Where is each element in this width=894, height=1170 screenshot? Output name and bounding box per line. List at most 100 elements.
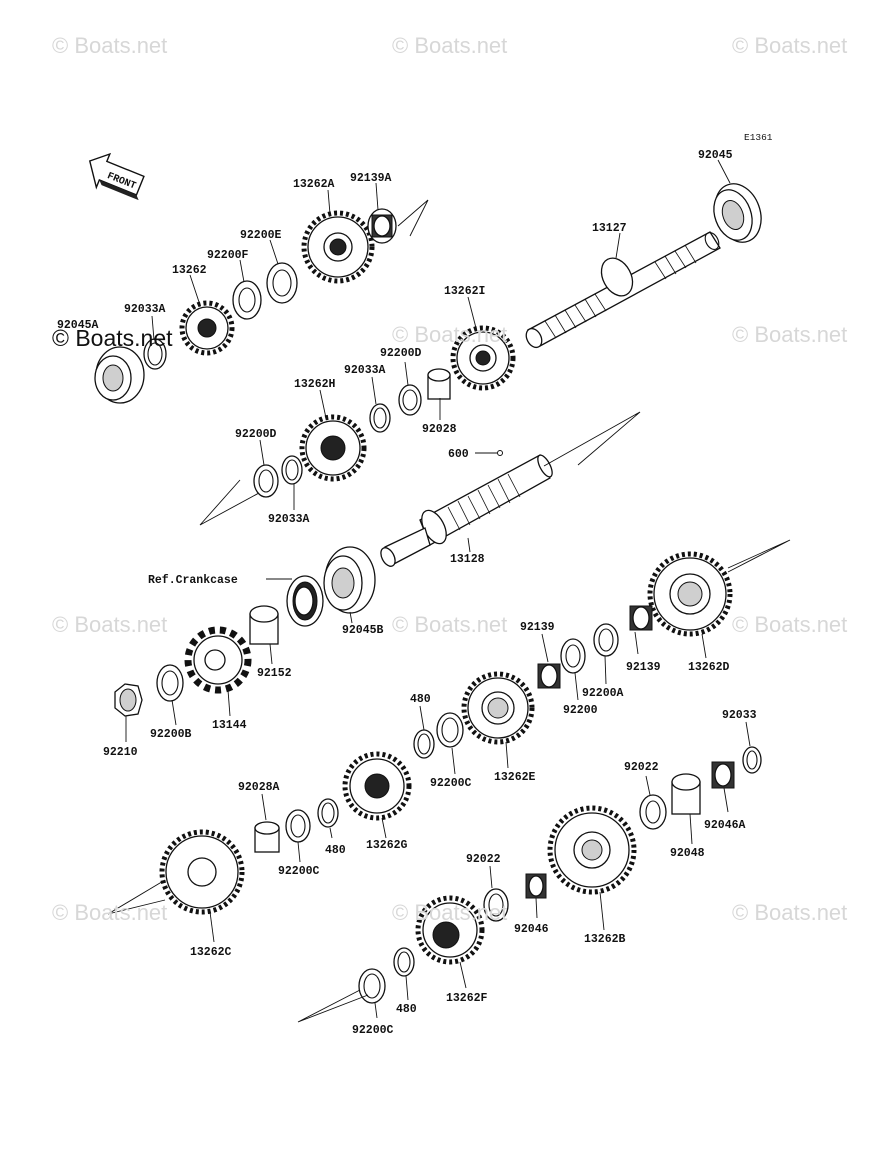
- watermark: © Boats.net: [392, 322, 508, 347]
- label-13262: 13262: [172, 264, 207, 277]
- watermark: © Boats.net: [392, 33, 508, 58]
- bearing-92045B: [323, 546, 376, 614]
- circlip-480-3: [393, 947, 415, 977]
- washer-92200: [560, 638, 586, 674]
- label-92028: 92028: [422, 423, 457, 436]
- label-92139-2: 92139: [626, 661, 661, 674]
- sprocket-13144: [184, 626, 252, 694]
- label-92200F: 92200F: [207, 249, 249, 262]
- washer-92022-2: [483, 888, 509, 922]
- label-92033A-2: 92033A: [344, 364, 386, 377]
- label-480-1: 480: [410, 693, 431, 706]
- needle-bearing-92046: [525, 873, 547, 899]
- front-arrow-icon: FRONT: [88, 152, 145, 201]
- label-92045: 92045: [698, 149, 733, 162]
- label-13262F: 13262F: [446, 992, 488, 1005]
- watermark: © Boats.net: [52, 900, 168, 925]
- label-92200E: 92200E: [240, 229, 282, 242]
- washer-92200C-3: [358, 968, 386, 1004]
- bushing-92028: [427, 368, 451, 400]
- label-92200B: 92200B: [150, 728, 192, 741]
- label-92033: 92033: [722, 709, 757, 722]
- label-92028A: 92028A: [238, 781, 280, 794]
- watermark: © Boats.net: [732, 900, 848, 925]
- label-92022-2: 92022: [466, 853, 501, 866]
- gear-13262B: [547, 805, 637, 895]
- bearing-92045: [713, 183, 762, 243]
- circlip-92033: [742, 746, 762, 774]
- collar-92152: [249, 605, 279, 645]
- ref-crankcase-label: Ref.Crankcase: [148, 574, 238, 587]
- label-92200A: 92200A: [582, 687, 624, 700]
- label-92033A-1: 92033A: [124, 303, 166, 316]
- label-92139-1: 92139: [520, 621, 555, 634]
- washer-92200D-1: [398, 384, 422, 416]
- circlip-480-2: [317, 798, 339, 828]
- watermark: © Boats.net: [392, 612, 508, 637]
- circlip-92033A-3: [281, 455, 303, 485]
- watermark: © Boats.net: [52, 33, 168, 58]
- watermark: © Boats.net: [732, 322, 848, 347]
- label-13262A: 13262A: [293, 178, 335, 191]
- label-92045B: 92045B: [342, 624, 384, 637]
- gear-13262H: [299, 414, 367, 482]
- label-13128: 13128: [450, 553, 485, 566]
- needle-bearing-92139-1: [537, 663, 561, 689]
- label-13262B: 13262B: [584, 933, 626, 946]
- label-92200C-2: 92200C: [278, 865, 320, 878]
- watermark-dark: © Boats.net: [52, 325, 173, 351]
- bushing-92028A: [254, 821, 280, 853]
- label-13262D: 13262D: [688, 661, 730, 674]
- label-92139A: 92139A: [350, 172, 392, 185]
- gear-13262F: [415, 895, 485, 965]
- label-92200C-1: 92200C: [430, 777, 472, 790]
- washer-92200A: [593, 623, 619, 657]
- washer-92200D-2: [253, 464, 279, 498]
- label-92152: 92152: [257, 667, 292, 680]
- shaft-13127: [525, 231, 721, 349]
- gear-13262C: [159, 829, 245, 915]
- gear-13262E: [461, 671, 535, 745]
- gear-13262D: [647, 551, 733, 637]
- gear-13262: [179, 300, 235, 356]
- label-600: 600: [448, 448, 469, 461]
- label-92200D-2: 92200D: [235, 428, 277, 441]
- bearing-92045A: [94, 346, 145, 404]
- label-92200C-3: 92200C: [352, 1024, 394, 1037]
- label-480-3: 480: [396, 1003, 417, 1016]
- gear-13262I: [450, 325, 516, 391]
- washer-92022-1: [639, 794, 667, 830]
- label-13262H: 13262H: [294, 378, 336, 391]
- label-13262C: 13262C: [190, 946, 232, 959]
- nut-92210: [114, 683, 143, 717]
- label-13262I: 13262I: [444, 285, 486, 298]
- watermark: © Boats.net: [732, 612, 848, 637]
- collar-92048: [671, 773, 701, 815]
- label-92210: 92210: [103, 746, 138, 759]
- label-92045A: 92045A: [57, 319, 99, 332]
- label-92048: 92048: [670, 847, 705, 860]
- label-92022-1: 92022: [624, 761, 659, 774]
- label-92046: 92046: [514, 923, 549, 936]
- label-13127: 13127: [592, 222, 627, 235]
- label-92046A: 92046A: [704, 819, 746, 832]
- gear-13262A: [301, 210, 375, 284]
- washer-92200C-1: [436, 712, 464, 748]
- washer-92200E: [266, 262, 298, 304]
- diagram-code: E1361: [744, 132, 773, 143]
- needle-bearing-92139A: [367, 208, 397, 244]
- gear-13262G: [342, 751, 412, 821]
- washer-92200F: [232, 280, 262, 320]
- label-13262G: 13262G: [366, 839, 408, 852]
- watermark: © Boats.net: [52, 612, 168, 637]
- needle-bearing-92139-2: [629, 605, 653, 631]
- label-480-2: 480: [325, 844, 346, 857]
- watermark: © Boats.net: [392, 900, 508, 925]
- shaft-13128: [380, 454, 553, 567]
- watermark: © Boats.net: [732, 33, 848, 58]
- label-13262E: 13262E: [494, 771, 536, 784]
- label-92200D-1: 92200D: [380, 347, 422, 360]
- label-92200: 92200: [563, 704, 598, 717]
- oil-seal: [286, 575, 324, 627]
